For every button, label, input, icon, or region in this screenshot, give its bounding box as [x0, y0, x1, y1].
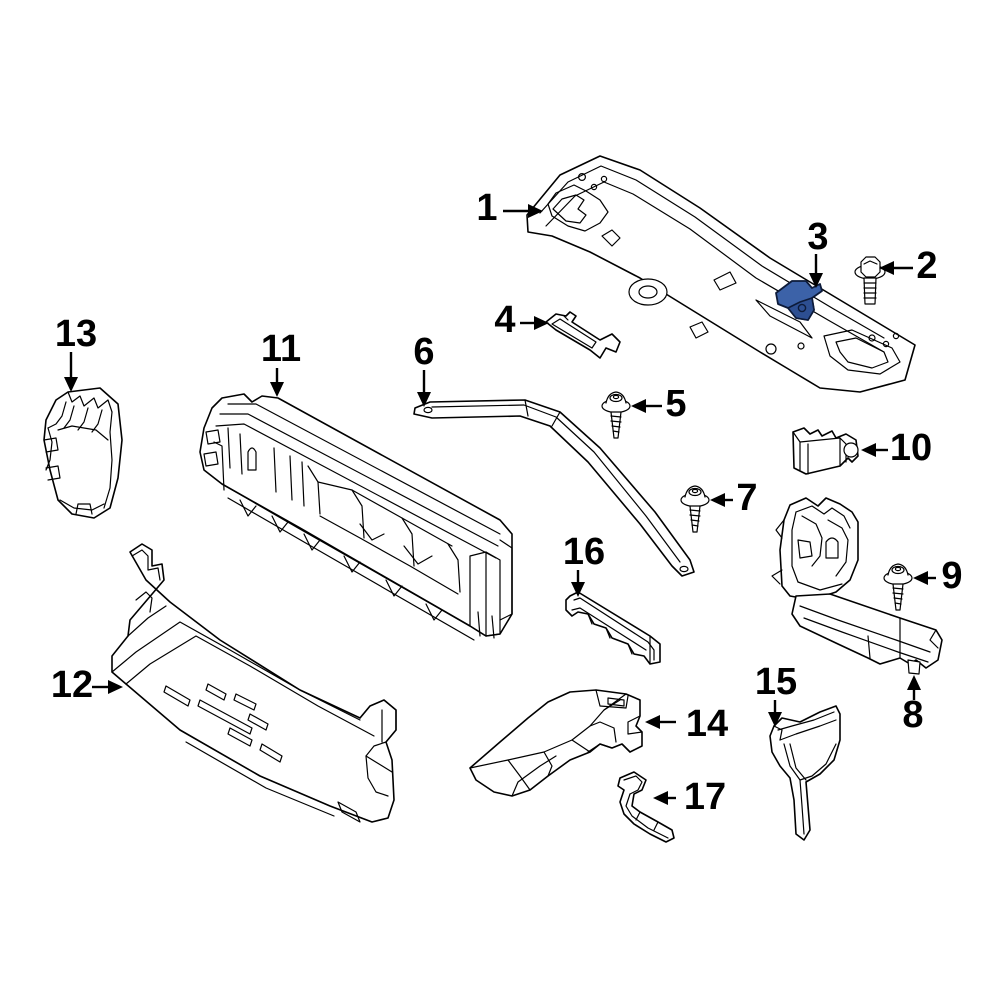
part-7-dome-head-screw [680, 485, 710, 533]
callout-label-10: 10 [890, 427, 932, 469]
part-8-support-locating-pin-and-side-bracket [771, 497, 943, 675]
part-16-lower-retainer-rail-bracket [565, 591, 661, 665]
callout-label-16: 16 [563, 531, 605, 573]
part-4-upper-support-reinforcement-bracket [545, 311, 621, 359]
callout-label-1: 1 [476, 187, 497, 229]
callout-labels: 1 2 3 4 5 6 7 8 9 10 11 12 13 14 15 16 1… [51, 187, 963, 818]
callout-label-7: 7 [736, 477, 757, 519]
part-9-dome-head-screw [883, 563, 913, 611]
callout-label-6: 6 [413, 331, 434, 373]
part-5-dome-head-screw [601, 391, 631, 439]
part-6-diagonal-support-strut [413, 399, 695, 577]
callout-label-5: 5 [665, 383, 686, 425]
callout-label-15: 15 [755, 661, 797, 703]
part-11-radiator-core-support-assembly [199, 393, 513, 641]
part-13-headlight-mounting-side-bracket [43, 387, 123, 519]
part-15-lower-side-support-bracket [769, 705, 841, 841]
part-17-z-shaped-mounting-clip [617, 771, 675, 843]
callout-label-14: 14 [686, 703, 728, 745]
callout-label-9: 9 [941, 555, 962, 597]
part-14-air-intake-duct [469, 689, 643, 797]
callout-label-3: 3 [807, 216, 828, 258]
part-12-lower-air-deflector-shield [111, 543, 397, 823]
part-2-hex-flange-bolt [854, 256, 886, 305]
part-1-upper-radiator-support-tie-bar [526, 155, 916, 393]
callout-label-11: 11 [261, 328, 301, 370]
part-10-side-mounting-bracket [792, 427, 859, 475]
part-3-hood-latch-striker-bracket-highlighted [775, 280, 823, 321]
callout-leaders [64, 204, 936, 805]
callout-label-17: 17 [684, 776, 726, 818]
callout-label-13: 13 [55, 313, 97, 355]
callout-label-4: 4 [494, 299, 515, 341]
callout-label-12: 12 [51, 664, 93, 706]
callout-label-8: 8 [902, 694, 923, 736]
callout-label-2: 2 [916, 245, 937, 287]
